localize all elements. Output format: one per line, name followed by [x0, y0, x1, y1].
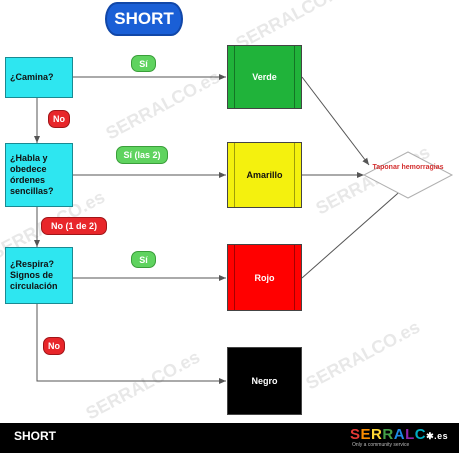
- question-camina: ¿Camina?: [5, 57, 73, 98]
- action-label: Taponar hemorragias: [372, 164, 444, 171]
- category-rojo: Rojo: [227, 244, 302, 311]
- answer-no-1: No: [48, 110, 70, 128]
- category-rojo-label: Rojo: [254, 272, 275, 283]
- answer-yes-2: Sí (las 2): [116, 146, 168, 164]
- flow-connectors: [34, 74, 454, 384]
- category-negro: Negro: [227, 347, 302, 415]
- category-verde-label: Verde: [252, 72, 277, 82]
- category-negro-label: Negro: [251, 376, 278, 386]
- question-habla-label: ¿Habla y obedece órdenes sencillas?: [10, 153, 54, 196]
- answer-yes-3: Sí: [131, 251, 156, 268]
- logo-tagline: Only a community service: [352, 442, 410, 448]
- action-diamond: [362, 151, 454, 199]
- question-habla: ¿Habla y obedece órdenes sencillas?: [5, 143, 73, 207]
- answer-yes-1: Sí: [131, 55, 156, 72]
- serralco-logo: SERRALC✱.es: [350, 426, 449, 443]
- arrow-verde-action: [301, 76, 370, 166]
- question-respira: ¿Respira? Signos de circulación: [5, 247, 73, 304]
- question-respira-label: ¿Respira? Signos de circulación: [10, 259, 58, 291]
- footer-title: SHORT: [14, 429, 56, 443]
- category-amarillo-label: Amarillo: [246, 170, 283, 180]
- answer-no-3: No: [43, 337, 65, 355]
- footer-bar: [0, 423, 459, 453]
- answer-no-2: No (1 de 2): [41, 217, 107, 235]
- page-title: SHORT: [105, 2, 183, 36]
- arrow-q3-negro: [36, 304, 226, 384]
- category-verde: Verde: [227, 45, 302, 109]
- question-camina-label: ¿Camina?: [10, 72, 54, 82]
- arrow-rojo-action: [301, 186, 406, 279]
- category-amarillo: Amarillo: [227, 142, 302, 208]
